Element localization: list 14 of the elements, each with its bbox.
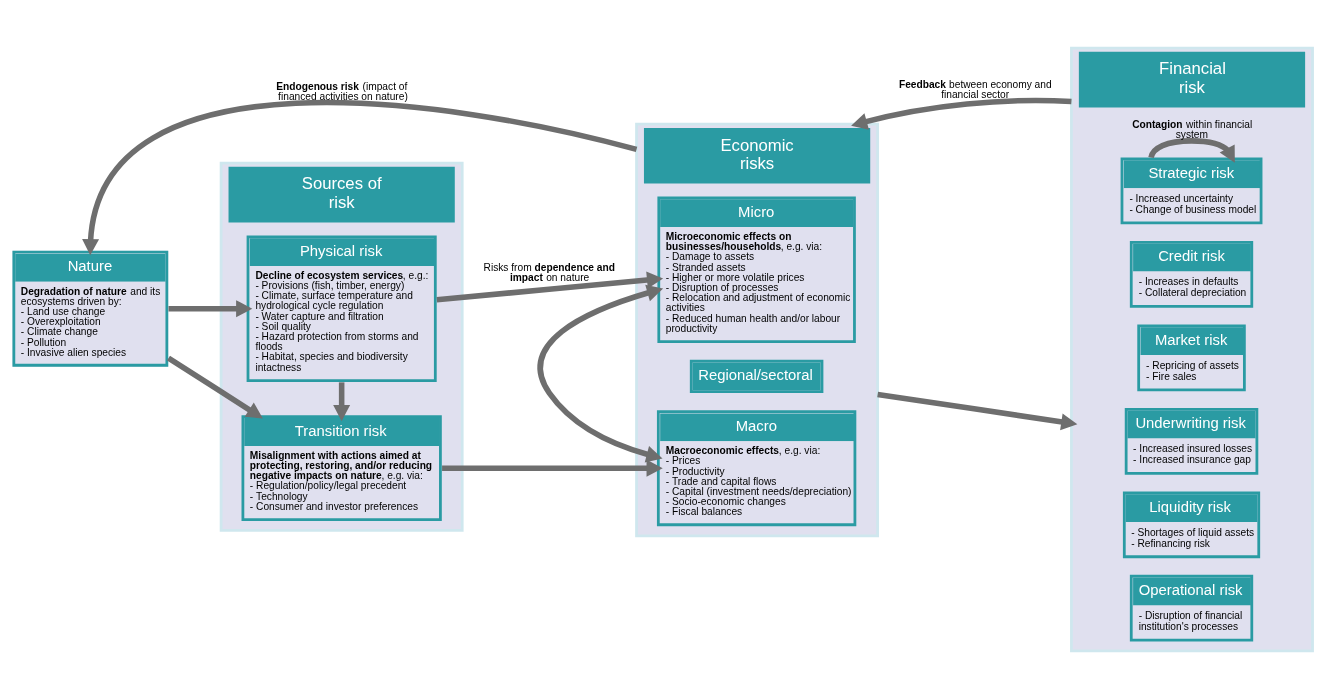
- edge-label: Feedback between economy and financial sector: [898, 78, 1052, 101]
- arrow: [333, 382, 351, 422]
- arrow: [82, 100, 638, 256]
- edge-label: Risks from dependence and impact on nature: [483, 261, 615, 283]
- arrow: [851, 97, 1072, 130]
- arrow: [167, 355, 263, 419]
- arrow: [537, 284, 664, 463]
- edge-label: Endogenous risk (impact of financed activities on nature): [276, 80, 408, 102]
- arrow: [442, 459, 663, 477]
- edge-label: Contagion within financial system: [1132, 118, 1253, 140]
- arrow: [877, 391, 1078, 431]
- arrow: [168, 300, 253, 318]
- arrow: [436, 271, 664, 303]
- arrow: [1148, 138, 1235, 163]
